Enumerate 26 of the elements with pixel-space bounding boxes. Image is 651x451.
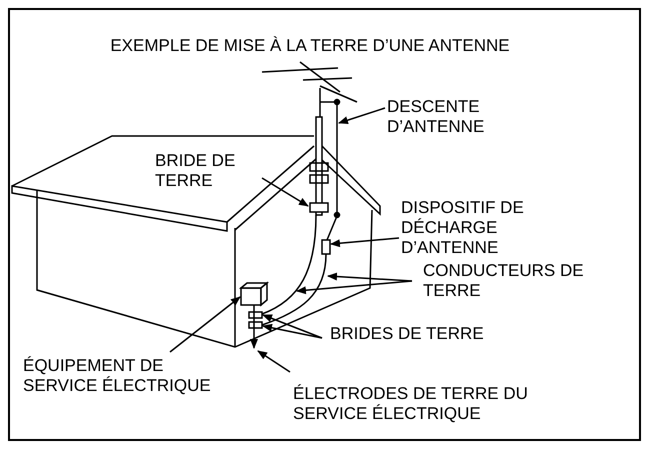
leader-line (296, 280, 412, 294)
ground-clamp (309, 202, 329, 213)
ground-wire (262, 254, 327, 326)
leader-line (257, 350, 290, 373)
lead-in-wire (336, 104, 338, 213)
callout-label: DESCENTE D’ANTENNE (387, 97, 497, 137)
leader-line (330, 237, 400, 248)
leader-line (327, 272, 412, 282)
leader-line (262, 177, 309, 207)
diagram-title: EXEMPLE DE MISE À LA TERRE D’UNE ANTENNE (109, 36, 511, 56)
callout-label: ÉLECTRODES DE TERRE DU SERVICE ÉLECTRIQUE (293, 384, 528, 424)
ground-wire (262, 214, 317, 315)
ground-rod (250, 305, 258, 349)
leader-line (262, 324, 322, 339)
leader-line (338, 107, 386, 124)
callout-label: BRIDE DE TERRE (155, 151, 255, 191)
leader-line (170, 296, 241, 353)
service-box (238, 281, 270, 307)
ground-clamp (248, 311, 263, 319)
callout-label: ÉQUIPEMENT DE SERVICE ÉLECTRIQUE (23, 356, 223, 396)
discharge-unit (321, 239, 331, 255)
leader-line (262, 314, 322, 339)
callout-label: DISPOSITIF DE DÉCHARGE D’ANTENNE (401, 198, 541, 258)
ground-clamp (248, 321, 263, 329)
callout-label: CONDUCTEURS DE TERRE (423, 261, 598, 301)
callout-label: BRIDES DE TERRE (330, 324, 530, 344)
